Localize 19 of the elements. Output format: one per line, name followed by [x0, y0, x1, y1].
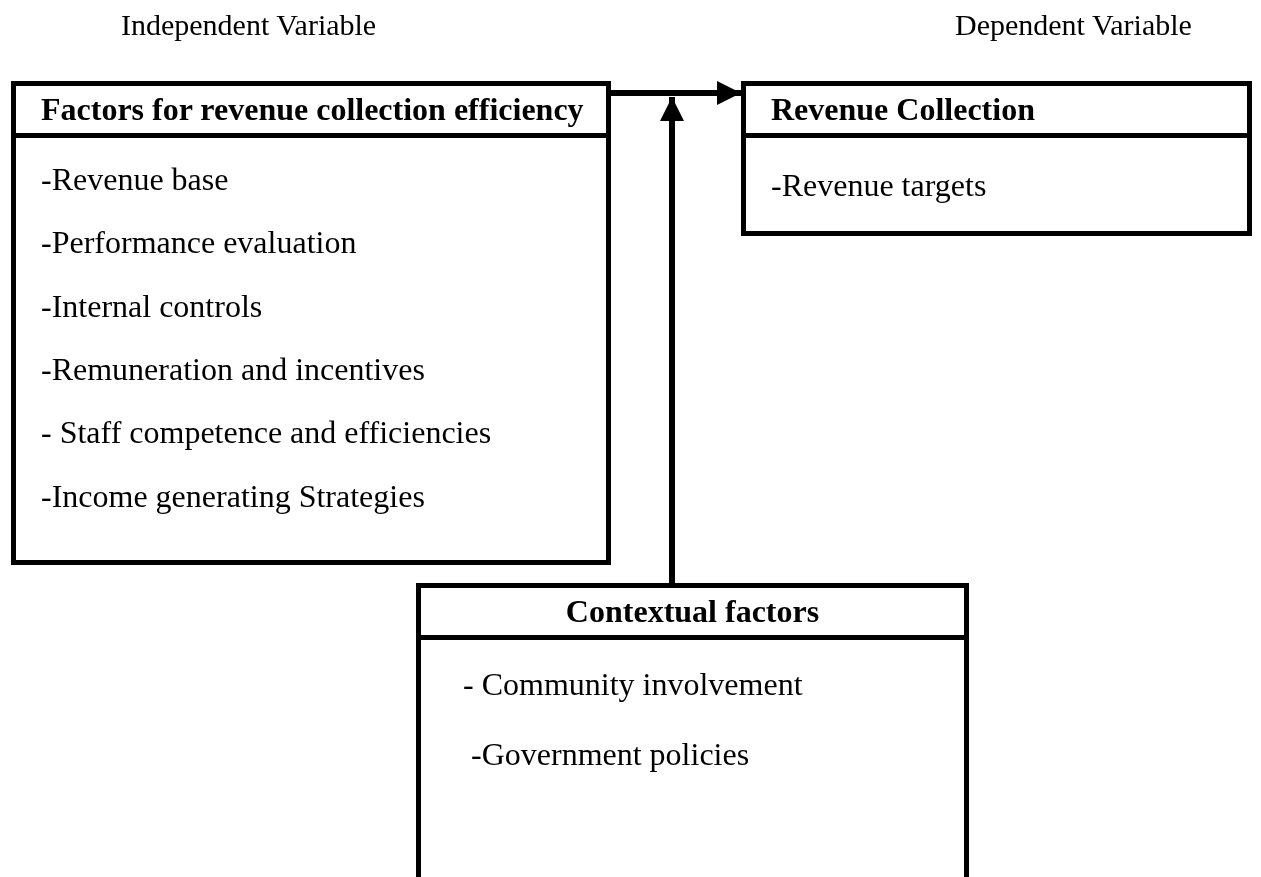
- list-item: -Revenue targets: [771, 167, 987, 203]
- variable-label: Independent Variable: [121, 7, 377, 43]
- list-box: [11, 81, 611, 565]
- list-item: -Performance evaluation: [41, 224, 357, 260]
- arrow: [611, 81, 741, 105]
- box-heading: Factors for revenue collection efficiency: [41, 91, 584, 127]
- arrow: [660, 97, 684, 583]
- list-box: [416, 583, 969, 877]
- list-item: -Income generating Strategies: [41, 478, 425, 514]
- list-item: - Community involvement: [463, 666, 803, 702]
- list-item: -Revenue base: [41, 161, 229, 197]
- box-heading: Revenue Collection: [771, 91, 1035, 127]
- list-item: -Remuneration and incentives: [41, 351, 425, 387]
- box-heading: Contextual factors: [565, 593, 820, 629]
- list-item: -Government policies: [471, 736, 750, 772]
- variable-label: Dependent Variable: [955, 7, 1192, 43]
- list-item: - Staff competence and efficiencies: [41, 414, 492, 450]
- list-item: -Internal controls: [41, 288, 263, 324]
- list-box: [741, 81, 1252, 236]
